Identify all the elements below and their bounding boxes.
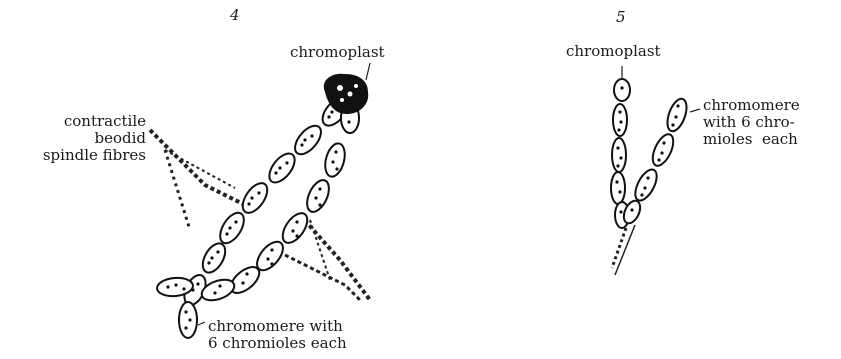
figure-number-4: 4 xyxy=(230,6,240,24)
chromomere-chain-fig5 xyxy=(611,79,690,228)
chromomere-label-5: chromomere with 6 chro- mioles each xyxy=(703,97,800,148)
leader-lines-5 xyxy=(622,66,700,112)
chromomere-chain-right xyxy=(199,103,359,304)
figure-4-drawing xyxy=(150,63,370,338)
spindle-fibre-5 xyxy=(612,228,626,268)
figure-5-drawing xyxy=(611,66,700,275)
tail-5 xyxy=(615,225,635,275)
chromoplast-label-4: chromoplast xyxy=(290,44,385,61)
figure-number-5: 5 xyxy=(616,8,626,26)
chromoplast-label-5: chromoplast xyxy=(566,43,661,60)
chromomere-chain-left xyxy=(156,94,352,338)
chromomere-label-4: chromomere with 6 chromioles each xyxy=(208,318,347,352)
spindle-fibres-label: contractile beodid spindle fibres xyxy=(6,113,146,164)
